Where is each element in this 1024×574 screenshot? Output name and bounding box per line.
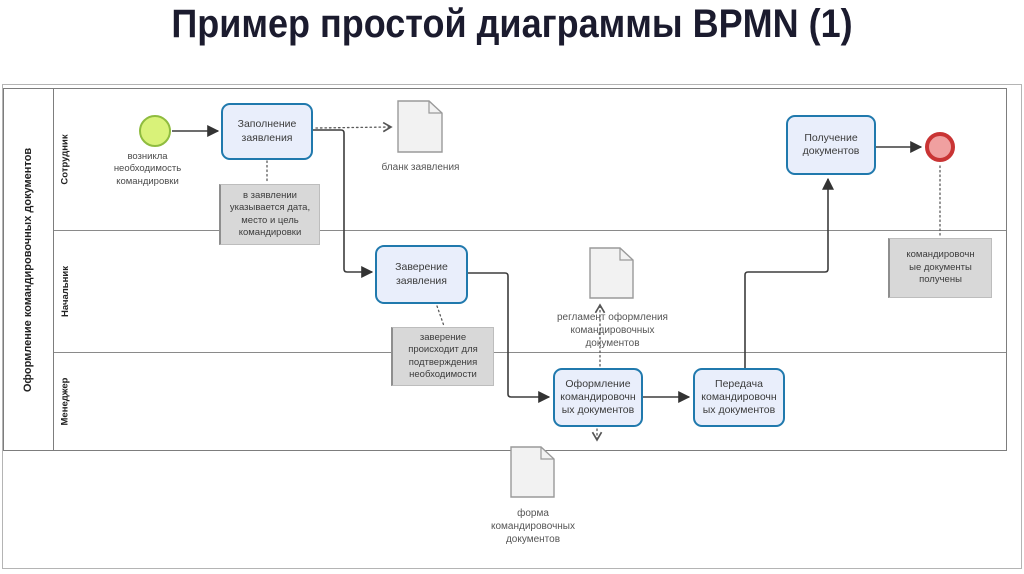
page-title: Пример простой диаграммы BPMN (1) (171, 2, 853, 46)
task-approve-application: Заверение заявления (375, 245, 468, 304)
lane-employee-label: Сотрудник (59, 134, 71, 185)
lane-divider-1 (54, 230, 1006, 231)
document-form-icon (510, 446, 555, 498)
annotation-fill: в заявлении указывается дата, место и це… (219, 184, 320, 245)
start-event-label: возникла необходимость командировки (113, 151, 182, 187)
lane-employee: Сотрудник (54, 89, 76, 230)
document-blank-label: бланк заявления (381, 162, 460, 173)
pool-label: Оформление командировочных документов (22, 147, 35, 392)
annotation-approve: заверение происходит для подтверждения н… (391, 327, 494, 386)
document-blank-icon (397, 100, 443, 153)
lane-manager: Менеджер (54, 352, 76, 450)
document-reglament-icon (589, 247, 634, 299)
annotation-received: командировочн ые документы получены (888, 238, 992, 298)
lane-chief-label: Начальник (59, 265, 71, 317)
task-transfer-documents: Передача командировочн ых документов (693, 368, 785, 427)
lane-manager-label: Менеджер (59, 377, 71, 425)
task-prepare-documents: Оформление командировочн ых документов (553, 368, 643, 427)
pool-label-band: Оформление командировочных документов (4, 89, 54, 450)
start-event (139, 115, 171, 147)
document-form-label: форма командировочных документов (490, 508, 575, 545)
document-reglament-label: регламент оформления командировочных док… (557, 312, 668, 349)
task-fill-application: Заполнение заявления (221, 103, 313, 160)
end-event (925, 132, 955, 162)
lane-divider-2 (54, 352, 1006, 353)
task-receive-documents: Получение документов (786, 115, 876, 175)
lane-chief: Начальник (54, 230, 76, 352)
